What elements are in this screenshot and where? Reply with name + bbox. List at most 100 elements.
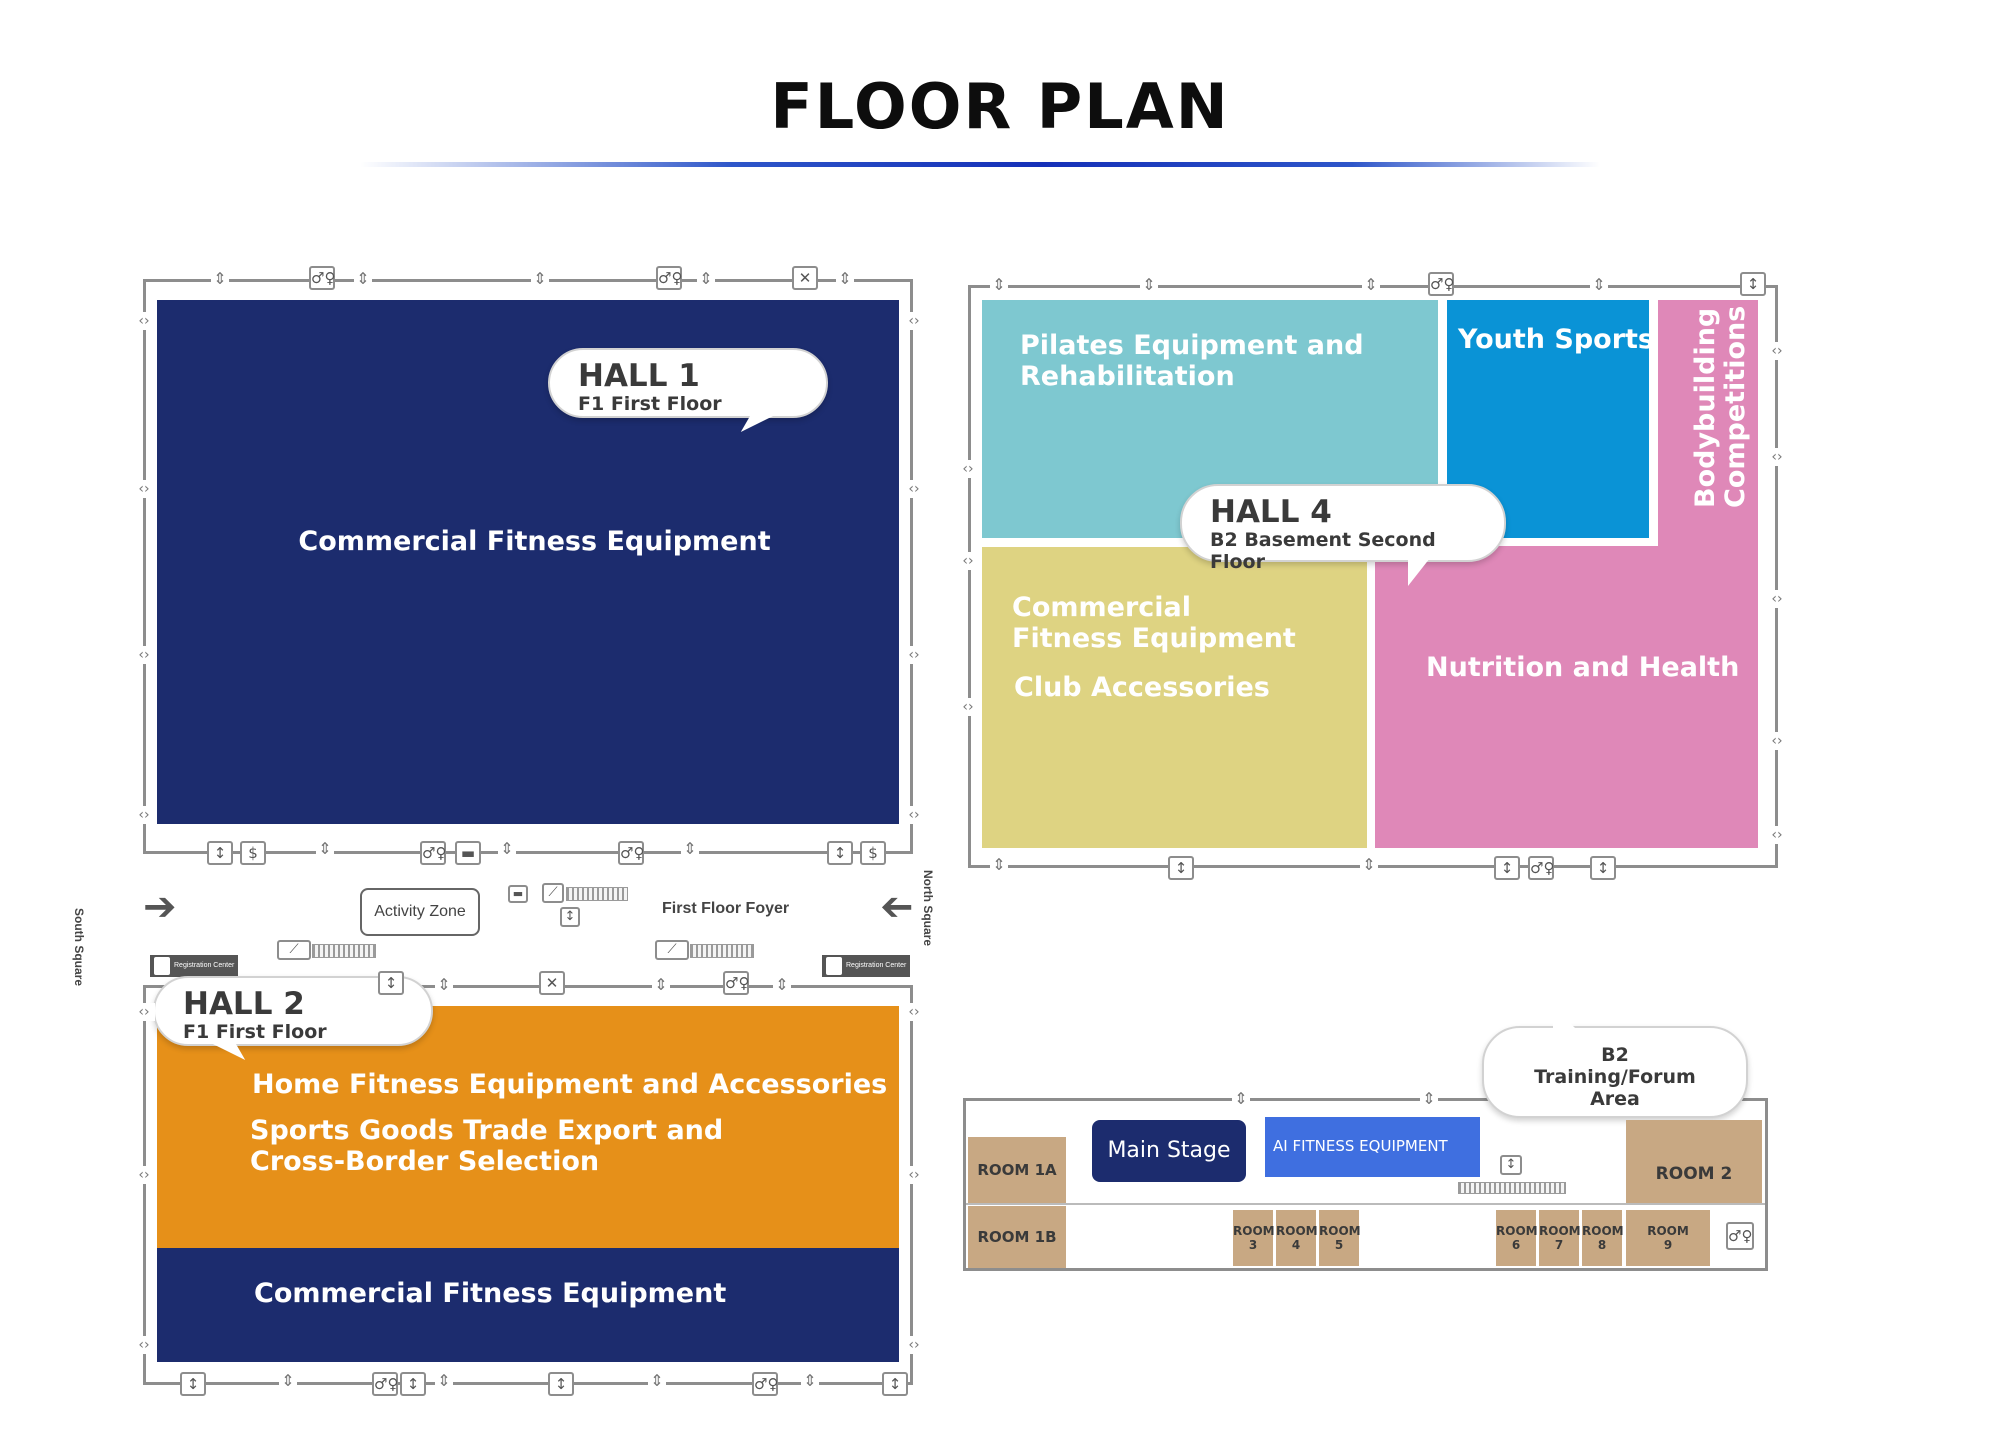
door-icon[interactable]: ‹› [903,646,925,664]
hall4-zone-nutrition[interactable] [1375,546,1758,848]
registration-center-north[interactable]: Registration Center [822,955,910,977]
restroom-icon[interactable]: ♂♀ [372,1372,398,1396]
door-icon[interactable]: ‹› [903,1166,925,1184]
room-5[interactable]: ROOM 5 [1319,1210,1361,1266]
registration-center-south[interactable]: Registration Center [150,955,238,977]
door-icon[interactable]: ‹› [133,806,155,824]
door-icon[interactable]: ‹› [903,806,925,824]
elevator-icon[interactable]: ↕ [1590,856,1616,880]
door-icon[interactable]: ⇕ [435,974,453,996]
restroom-icon[interactable]: ♂♀ [420,841,446,865]
door-icon[interactable]: ‹› [133,1336,155,1354]
door-icon[interactable]: ⇕ [681,838,699,860]
dining-icon[interactable]: ✕ [792,266,818,290]
restroom-icon[interactable]: ♂♀ [1528,856,1554,880]
door-icon[interactable]: ‹› [133,480,155,498]
atm-icon[interactable]: $ [860,841,886,865]
room-1a[interactable]: ROOM 1A [968,1137,1066,1203]
hall4-zone-bodybuilding[interactable] [1658,300,1758,546]
hall2-zone-commercial[interactable] [157,1248,899,1362]
escalator[interactable] [690,944,754,958]
door-icon[interactable]: ‹› [1766,732,1788,750]
atm-icon[interactable]: $ [240,841,266,865]
door-icon[interactable]: ‹› [133,646,155,664]
door-icon[interactable]: ⇕ [211,268,229,290]
door-icon[interactable]: ‹› [133,312,155,330]
elevator-icon[interactable]: ↕ [1500,1155,1522,1175]
room-7[interactable]: ROOM 7 [1539,1210,1581,1266]
door-icon[interactable]: ⇕ [801,1370,819,1392]
door-icon[interactable]: ⇕ [836,268,854,290]
elevator-icon[interactable]: ↕ [882,1372,908,1396]
restroom-icon[interactable]: ♂♀ [309,266,335,290]
door-icon[interactable]: ⇕ [1140,274,1158,296]
activity-zone[interactable]: Activity Zone [360,888,480,936]
elevator-icon[interactable]: ↕ [1168,856,1194,880]
room-1b[interactable]: ROOM 1B [968,1206,1066,1268]
door-icon[interactable]: ‹› [1766,590,1788,608]
room-2[interactable]: ROOM 2 [1626,1120,1762,1203]
elevator-icon[interactable]: ↕ [180,1372,206,1396]
door-icon[interactable]: ‹› [1766,826,1788,844]
restroom-icon[interactable]: ♂♀ [1428,272,1454,296]
door-icon[interactable]: ⇕ [773,974,791,996]
door-icon[interactable]: ⇕ [1232,1088,1250,1110]
door-icon[interactable]: ⇕ [435,1370,453,1392]
elevator-icon[interactable]: ↕ [378,971,404,995]
ai-fitness-equipment[interactable]: AI FITNESS EQUIPMENT [1265,1117,1480,1177]
elevator-icon[interactable]: ↕ [548,1372,574,1396]
door-icon[interactable]: ‹› [903,480,925,498]
door-icon[interactable]: ‹› [903,1336,925,1354]
elevator-icon[interactable]: ↕ [400,1372,426,1396]
escalator-icon[interactable]: ⟋ [542,883,564,903]
door-icon[interactable]: ‹› [133,1003,155,1021]
door-icon[interactable]: ⇕ [652,974,670,996]
escalator[interactable] [566,887,628,901]
dining-icon[interactable]: ✕ [539,971,565,995]
door-icon[interactable]: ⇕ [279,1370,297,1392]
elevator-icon[interactable]: ↕ [827,841,853,865]
restroom-icon[interactable]: ♂♀ [723,971,749,995]
restroom-icon[interactable]: ♂♀ [656,266,682,290]
hall2-zone-home-fitness[interactable] [157,1006,899,1248]
service-icon[interactable]: ▬ [508,885,528,903]
door-icon[interactable]: ⇕ [1360,854,1378,876]
escalator-icon[interactable]: ⟋ [277,940,311,960]
room-4[interactable]: ROOM 4 [1276,1210,1318,1266]
restroom-icon[interactable]: ♂♀ [618,841,644,865]
door-icon[interactable]: ⇕ [1590,274,1608,296]
door-icon[interactable]: ‹› [957,460,979,478]
elevator-icon[interactable]: ↕ [1494,856,1520,880]
room-8[interactable]: ROOM 8 [1582,1210,1624,1266]
hall4-zone-commercial[interactable] [982,547,1367,848]
restroom-icon[interactable]: ♂♀ [1726,1222,1754,1250]
door-icon[interactable]: ⇕ [498,838,516,860]
room-6[interactable]: ROOM 6 [1496,1210,1538,1266]
elevator-icon[interactable]: ↕ [560,907,580,927]
door-icon[interactable]: ‹› [1766,448,1788,466]
room-9[interactable]: ROOM 9 [1626,1210,1710,1266]
main-stage[interactable]: Main Stage [1092,1120,1246,1182]
door-icon[interactable]: ‹› [133,1166,155,1184]
escalator[interactable] [1458,1182,1566,1194]
escalator[interactable] [312,944,376,958]
elevator-icon[interactable]: ↕ [1740,272,1766,296]
door-icon[interactable]: ⇕ [990,854,1008,876]
service-icon[interactable]: ▬ [455,841,481,865]
restroom-icon[interactable]: ♂♀ [752,1372,778,1396]
elevator-icon[interactable]: ↕ [207,841,233,865]
door-icon[interactable]: ⇕ [316,838,334,860]
escalator-icon[interactable]: ⟋ [655,940,689,960]
door-icon[interactable]: ⇕ [1362,274,1380,296]
door-icon[interactable]: ‹› [903,312,925,330]
door-icon[interactable]: ⇕ [648,1370,666,1392]
door-icon[interactable]: ⇕ [354,268,372,290]
door-icon[interactable]: ‹› [957,698,979,716]
door-icon[interactable]: ⇕ [990,274,1008,296]
door-icon[interactable]: ⇕ [531,268,549,290]
door-icon[interactable]: ‹› [957,552,979,570]
room-3[interactable]: ROOM 3 [1233,1210,1275,1266]
door-icon[interactable]: ‹› [903,1003,925,1021]
door-icon[interactable]: ⇕ [697,268,715,290]
door-icon[interactable]: ⇕ [1420,1088,1438,1110]
